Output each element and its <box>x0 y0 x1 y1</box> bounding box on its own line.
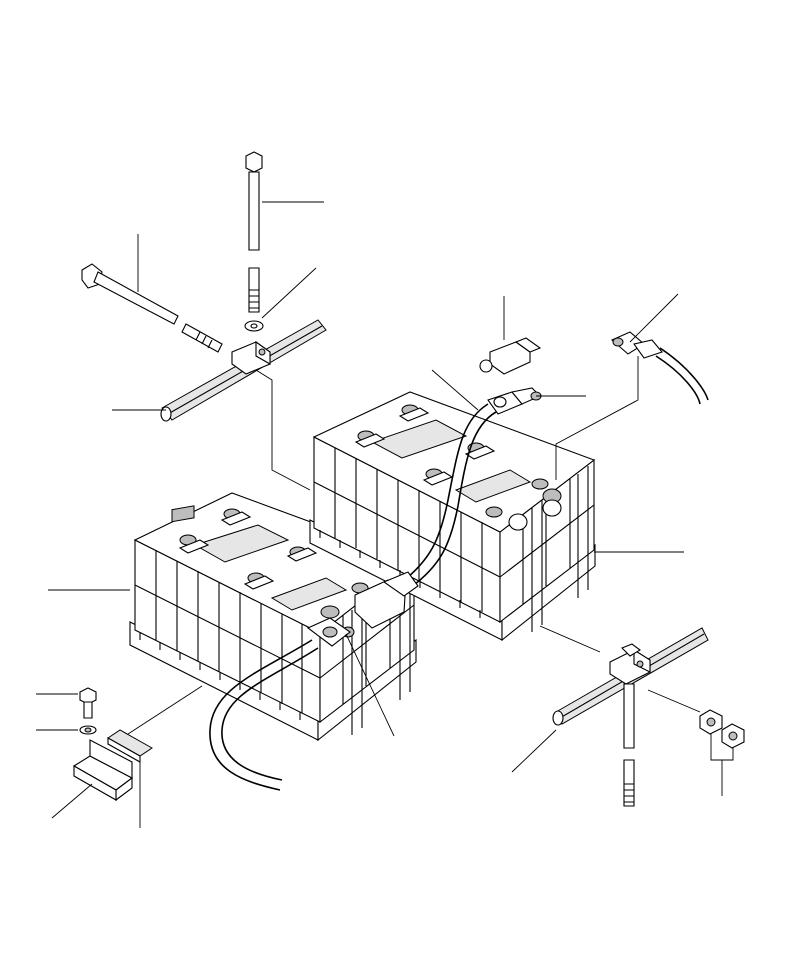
callout-leaders <box>36 201 734 828</box>
hold-down-rod-right <box>623 683 635 807</box>
hold-down-clamp-right <box>552 627 709 726</box>
battery-terminal-clamp <box>487 387 542 415</box>
cell-caps-front <box>171 505 369 638</box>
leader-3 <box>261 267 317 319</box>
leader-12 <box>345 633 395 737</box>
long-bolt-vertical <box>245 151 263 313</box>
long-bolt-horizontal <box>81 263 223 353</box>
ground-cable <box>209 617 351 791</box>
small-bolt <box>79 687 97 719</box>
rubber-pad <box>107 729 153 763</box>
hold-down-clamp-left <box>160 319 327 422</box>
cell-caps-rear <box>354 404 562 531</box>
leader-9 <box>555 356 639 480</box>
leader-14 <box>511 729 557 773</box>
mounting-bracket <box>72 739 134 802</box>
battery-front <box>129 492 417 742</box>
washer <box>244 320 264 332</box>
leader-15 <box>710 734 734 796</box>
leader-8 <box>629 293 679 343</box>
connecting-cable <box>354 403 497 629</box>
nuts <box>699 709 745 749</box>
positive-cable <box>610 331 709 405</box>
leader-18 <box>51 783 93 819</box>
leader-13 <box>127 685 203 735</box>
small-washer <box>79 725 97 735</box>
terminal-cover <box>479 337 542 375</box>
leader-7 <box>431 369 479 411</box>
